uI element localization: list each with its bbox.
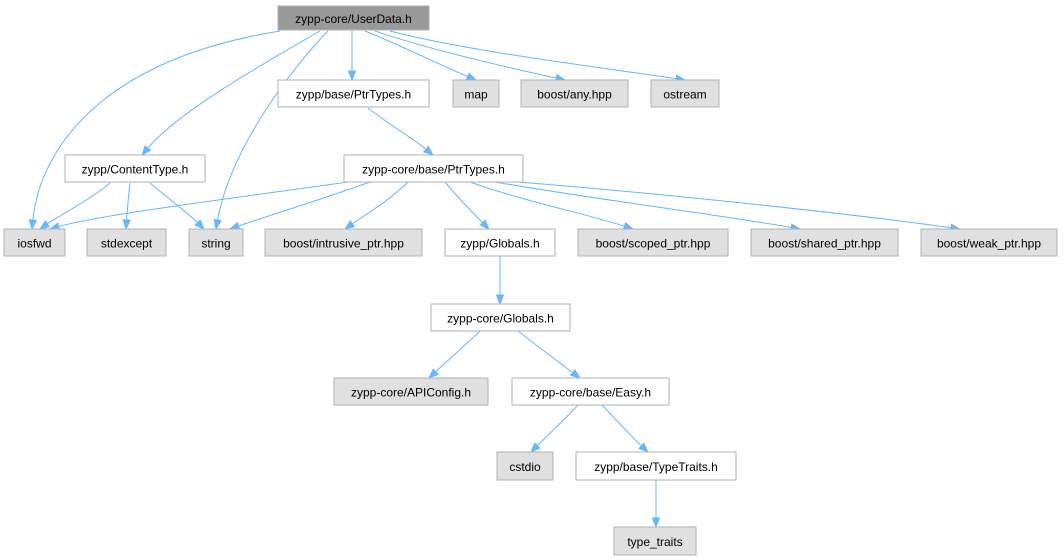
edge-coreptrtypes-to-shared bbox=[494, 181, 802, 232]
edge-coreptrtypes-to-weak bbox=[517, 181, 962, 232]
node-label: boost/weak_ptr.hpp bbox=[937, 237, 1041, 251]
edge-coreglobals-to-apiconfig bbox=[427, 330, 481, 379]
node-apiconfig: zypp-core/APIConfig.h bbox=[333, 377, 489, 406]
node-label: type_traits bbox=[627, 535, 682, 549]
edge-coreptrtypes-to-intrusive bbox=[343, 181, 409, 230]
node-userdata[interactable]: zypp-core/UserData.h bbox=[277, 5, 430, 31]
edge-coreptrtypes-to-string bbox=[228, 181, 371, 230]
node-shared: boost/shared_ptr.hpp bbox=[750, 228, 899, 257]
edge-coreptrtypes-to-globals bbox=[444, 181, 490, 230]
node-label: zypp-core/UserData.h bbox=[295, 12, 412, 26]
node-label: boost/intrusive_ptr.hpp bbox=[283, 237, 404, 251]
edge-userdata-to-string bbox=[213, 30, 329, 231]
node-label: zypp-core/base/PtrTypes.h bbox=[362, 163, 505, 177]
edge-easy-to-typetraits bbox=[601, 404, 650, 453]
node-label: cstdio bbox=[509, 460, 541, 474]
edge-contenttype-to-stdexcept bbox=[122, 182, 131, 231]
node-label: boost/scoped_ptr.hpp bbox=[596, 237, 711, 251]
node-label: zypp/ContentType.h bbox=[82, 163, 189, 177]
node-label: stdexcept bbox=[101, 237, 153, 251]
edge-contenttype-to-iosfwd bbox=[38, 182, 111, 230]
edges-layer bbox=[28, 30, 962, 529]
node-label: map bbox=[464, 88, 488, 102]
node-label: ostream bbox=[663, 88, 706, 102]
node-contenttype[interactable]: zypp/ContentType.h bbox=[64, 154, 206, 183]
node-label: boost/shared_ptr.hpp bbox=[768, 237, 881, 251]
edge-coreglobals-to-easy bbox=[517, 330, 582, 379]
node-weak: boost/weak_ptr.hpp bbox=[920, 228, 1058, 257]
edge-contenttype-to-string bbox=[149, 182, 205, 230]
node-typetraits[interactable]: zypp/base/TypeTraits.h bbox=[575, 451, 737, 481]
edge-userdata-to-iosfwd bbox=[28, 30, 281, 231]
node-coreptrtypes[interactable]: zypp-core/base/PtrTypes.h bbox=[343, 154, 524, 183]
node-cstdio: cstdio bbox=[496, 451, 554, 481]
edge-coreptrtypes-to-scoped bbox=[469, 181, 635, 231]
node-coreglobals[interactable]: zypp-core/Globals.h bbox=[430, 303, 571, 332]
node-stdexcept: stdexcept bbox=[86, 228, 167, 257]
node-label: iosfwd bbox=[17, 237, 51, 251]
node-ptrtypes[interactable]: zypp/base/PtrTypes.h bbox=[277, 79, 430, 108]
edge-typetraits-to-type_traits bbox=[651, 480, 661, 529]
node-scoped: boost/scoped_ptr.hpp bbox=[577, 228, 729, 257]
node-label: zypp-core/base/Easy.h bbox=[530, 386, 651, 400]
node-label: string bbox=[201, 237, 230, 251]
edge-ptrtypes-to-coreptrtypes bbox=[367, 107, 435, 156]
node-iosfwd: iosfwd bbox=[3, 228, 66, 257]
edge-userdata-to-contenttype bbox=[141, 30, 321, 157]
node-type_traits: type_traits bbox=[613, 526, 697, 556]
node-easy[interactable]: zypp-core/base/Easy.h bbox=[511, 377, 670, 406]
node-string: string bbox=[188, 228, 244, 257]
node-globals[interactable]: zypp/Globals.h bbox=[444, 228, 556, 257]
node-ostream: ostream bbox=[650, 79, 720, 108]
edge-easy-to-cstdio bbox=[530, 404, 579, 453]
node-boostany: boost/any.hpp bbox=[520, 79, 629, 108]
node-label: zypp/Globals.h bbox=[460, 237, 539, 251]
node-label: boost/any.hpp bbox=[537, 88, 612, 102]
node-label: zypp/base/TypeTraits.h bbox=[594, 460, 718, 474]
node-label: zypp/base/PtrTypes.h bbox=[296, 88, 411, 102]
edge-globals-to-coreglobals bbox=[495, 255, 505, 306]
node-label: zypp-core/APIConfig.h bbox=[351, 386, 471, 400]
node-map: map bbox=[452, 79, 500, 108]
nodes-layer: zypp-core/UserData.h zypp/base/PtrTypes.h… bbox=[3, 5, 1058, 556]
edge-userdata-to-ptrtypes bbox=[347, 30, 357, 82]
node-intrusive: boost/intrusive_ptr.hpp bbox=[264, 228, 423, 257]
node-label: zypp-core/Globals.h bbox=[447, 312, 554, 326]
